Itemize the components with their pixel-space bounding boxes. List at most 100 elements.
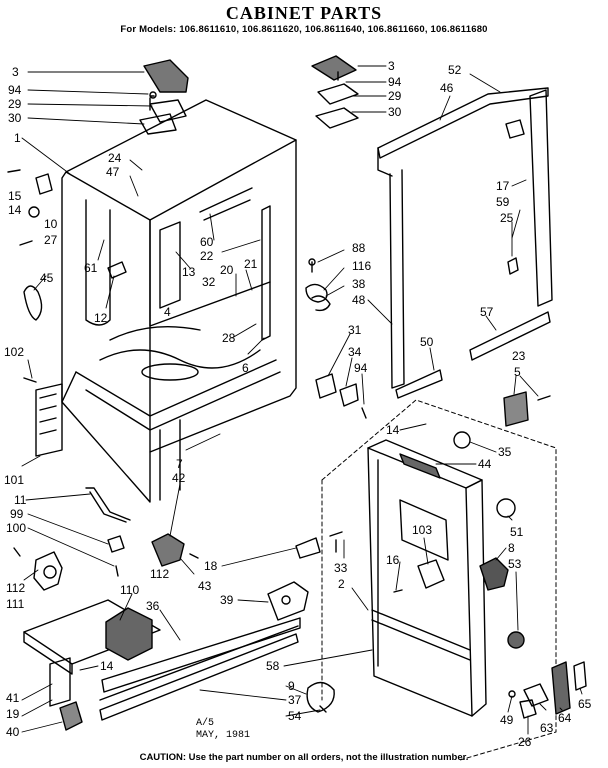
callout-99: 99 [10,507,24,521]
callout-31: 31 [348,323,362,337]
callout-1: 1 [14,131,21,145]
callout-30-b: 30 [388,105,402,119]
diagram-title: CABINET PARTS [225,3,383,23]
callout-101: 101 [4,473,24,487]
side-panel-parts [23,377,63,457]
callout-57: 57 [480,305,494,319]
callout-45: 45 [40,271,54,285]
callout-53: 53 [508,557,522,571]
door-small-parts [393,431,525,649]
callout-59: 59 [496,195,510,209]
callout-14: 14 [8,203,22,217]
callout-18: 18 [204,559,218,573]
callout-23: 23 [512,349,526,363]
control-parts [305,258,331,312]
lower-hinge-parts [508,661,587,719]
callout-2: 2 [338,577,345,591]
callout-49: 49 [500,713,514,727]
leader-lines [21,65,583,735]
callout-labels: 3 94 29 30 1 15 14 10 27 24 47 61 60 22 … [4,59,592,749]
callout-100: 100 [6,521,26,535]
callout-41: 41 [6,691,20,705]
door-stop [306,681,335,713]
callout-10: 10 [44,217,58,231]
callout-27: 27 [44,233,58,247]
callout-94-b: 94 [388,75,402,89]
callout-40: 40 [6,725,20,739]
cabinet-shell [61,99,297,503]
callout-8: 8 [508,541,515,555]
callout-29: 29 [8,97,22,111]
callout-116: 116 [352,259,371,273]
callout-39: 39 [220,593,234,607]
callout-64: 64 [558,711,572,725]
left-small-parts [7,169,127,321]
callout-19: 19 [6,707,20,721]
caution-note: CAUTION: Use the part number on all orde… [139,752,469,763]
callout-36: 36 [146,599,160,613]
callout-48: 48 [352,293,366,307]
callout-65: 65 [578,697,592,711]
callout-9: 9 [288,679,295,693]
callout-50: 50 [420,335,434,349]
callout-5: 5 [514,365,521,379]
callout-54: 54 [288,709,302,723]
callout-4: 4 [164,305,171,319]
callout-6: 6 [242,361,249,375]
door-assembly-outline [321,399,557,761]
callout-3: 3 [12,65,19,79]
callout-15: 15 [8,189,22,203]
mid-components [151,531,343,621]
door-frame [377,87,553,399]
callout-28: 28 [222,331,236,345]
callout-102: 102 [4,345,24,359]
callout-17: 17 [496,179,510,193]
callout-34: 34 [348,345,362,359]
fan-motor [13,547,63,591]
callout-14-b: 14 [100,659,114,673]
top-hinge-left [139,59,189,135]
callout-52: 52 [448,63,462,77]
callout-63: 63 [540,721,554,735]
callout-111: 111 [6,597,25,611]
callout-16: 16 [386,553,400,567]
callout-38: 38 [352,277,366,291]
callout-94-c: 94 [354,361,368,375]
callout-21: 21 [244,257,258,271]
callout-58: 58 [266,659,280,673]
revision-date: MAY, 1981 [196,730,251,741]
callout-33: 33 [334,561,348,575]
model-numbers: For Models: 106.8611610, 106.8611620, 10… [120,24,488,35]
callout-30: 30 [8,111,22,125]
callout-3-b: 3 [388,59,395,73]
callout-35: 35 [498,445,512,459]
top-hinge-right [311,55,359,129]
hinge-bracket-lower [315,373,367,419]
drain-tube [85,487,131,577]
base-assembly [23,599,301,731]
callout-11: 11 [14,493,27,507]
callout-24: 24 [108,151,122,165]
callout-12: 12 [94,311,108,325]
callout-32: 32 [202,275,216,289]
callout-103: 103 [412,523,432,537]
callout-20: 20 [220,263,234,277]
callout-46: 46 [440,81,454,95]
callout-14-c: 14 [386,423,400,437]
callout-94: 94 [8,83,22,97]
callout-25: 25 [500,211,514,225]
callout-26: 26 [518,735,532,749]
callout-60: 60 [200,235,214,249]
callout-110: 110 [120,583,139,597]
callout-22: 22 [200,249,214,263]
callout-13: 13 [182,265,196,279]
revision-code: A/5 [196,718,215,729]
callout-112-b: 112 [150,567,169,581]
lower-door [367,439,487,717]
callout-37: 37 [288,693,302,707]
callout-7: 7 [176,457,183,471]
callout-42: 42 [172,471,186,485]
callout-112: 112 [6,581,25,595]
callout-51: 51 [510,525,524,539]
